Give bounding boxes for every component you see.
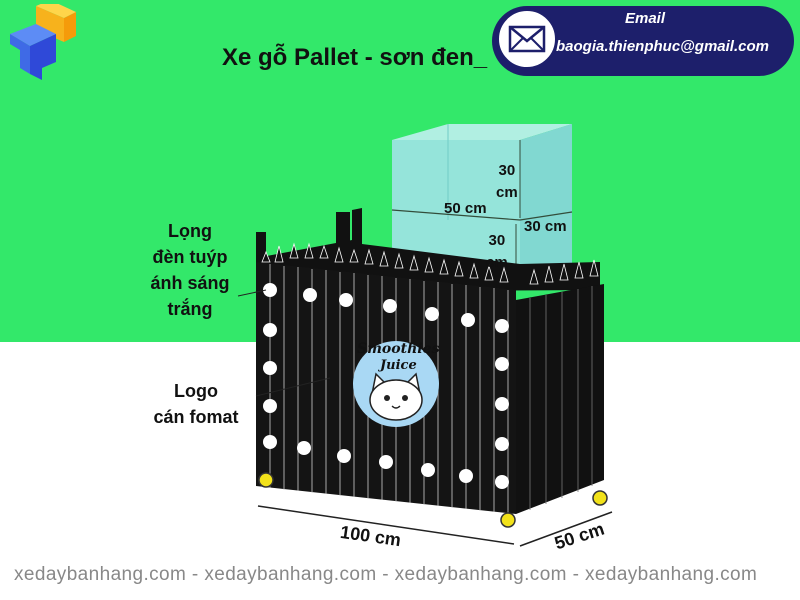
side-slats (529, 286, 593, 510)
light-bulbs (263, 283, 509, 489)
depth-dimension-line (519, 511, 613, 547)
watermark-text: xedaybanhang.com - xedaybanhang.com - xe… (14, 564, 758, 585)
lamp-annotation-line: ánh sáng (150, 273, 230, 293)
dimension-unit: cm (486, 254, 508, 271)
box-depth-label: 30 cm (524, 218, 567, 235)
email-address[interactable]: baogia.thienphuc@gmail.com (556, 38, 769, 55)
email-label: Email (624, 10, 666, 27)
box-width-label: 50 cm (444, 200, 487, 217)
lamp-leader-line (237, 289, 267, 297)
cart-back-fence (256, 208, 600, 292)
logo-text-line2: Juice (380, 358, 417, 373)
logo-annotation: Logo cán fomat (138, 378, 254, 430)
smoothies-logo (353, 341, 439, 427)
page-title: Xe gỗ Pallet - sơn đen_ (222, 44, 488, 71)
logo-text-line1: Smoothies (357, 341, 440, 357)
logo-annotation-line: cán fomat (153, 407, 239, 427)
logo-leader-line (255, 377, 331, 397)
box-height-bottom-label: 30 cm (486, 230, 508, 274)
front-pickets (261, 242, 599, 285)
lamp-annotation: Lọng đèn tuýp ánh sáng trắng (138, 218, 242, 322)
lamp-annotation-line: đèn tuýp (152, 247, 228, 267)
brand-logo (10, 4, 76, 80)
lamp-annotation-line: Lọng (168, 221, 212, 241)
envelope-icon (496, 8, 558, 70)
glass-box (391, 124, 573, 284)
logo-annotation-line: Logo (174, 381, 218, 401)
length-dimension-line (257, 505, 515, 545)
wheels (258, 472, 608, 528)
dimension-number: 30 (488, 232, 506, 249)
lamp-annotation-line: trắng (167, 299, 213, 319)
dimension-unit: cm (496, 184, 518, 201)
cat-face-icon (369, 372, 423, 421)
box-height-top-label: 30 cm (496, 160, 518, 204)
dimension-number: 30 (498, 162, 516, 179)
